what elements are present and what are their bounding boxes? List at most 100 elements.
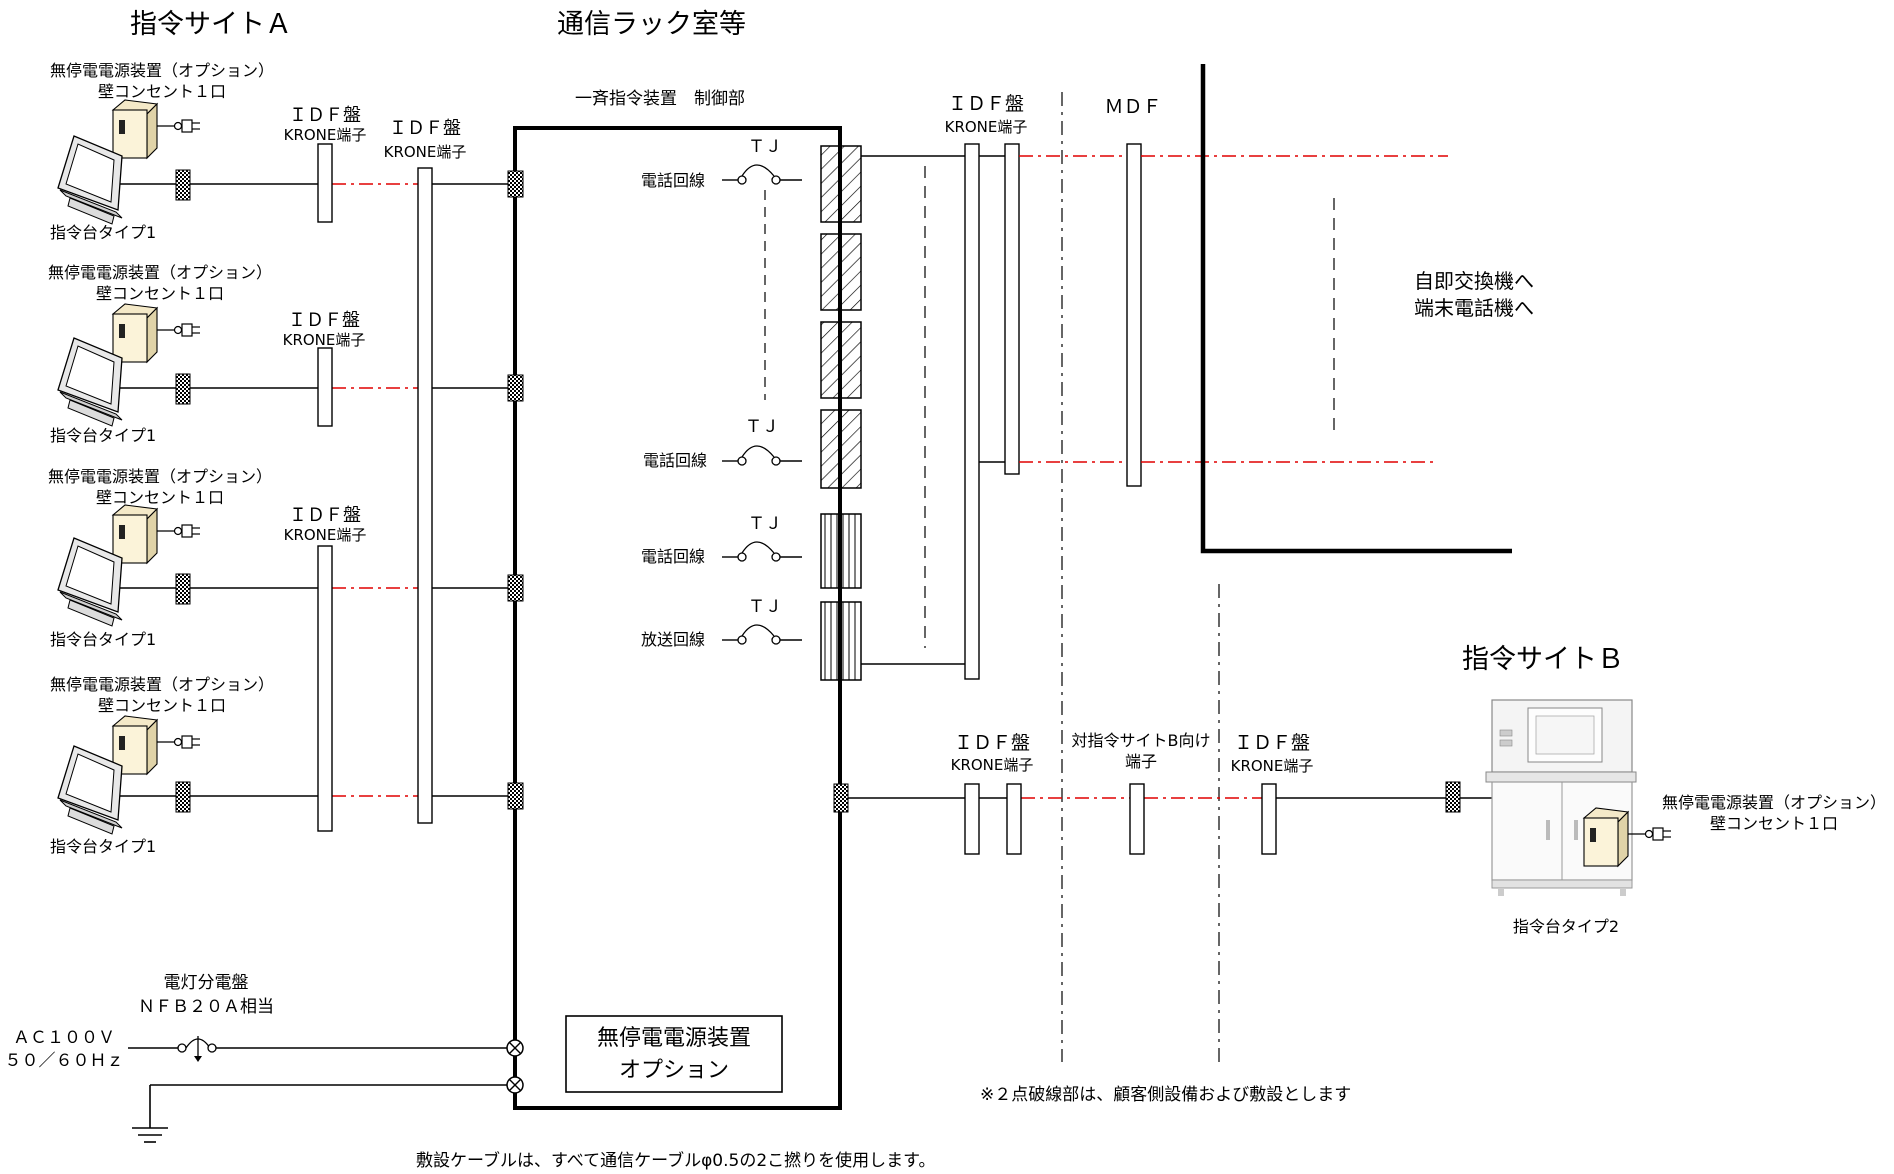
idf-bar (1261, 783, 1277, 855)
idf-bar (317, 143, 333, 223)
console-type2-label: 指令台タイプ2 (1513, 917, 1619, 936)
console-label-1: 指令台タイプ1 (50, 223, 156, 242)
monitor-icon (57, 135, 123, 225)
console-label-3: 指令台タイプ1 (50, 630, 156, 649)
tj-switch-icon (721, 445, 803, 466)
tj-label: ＴＪ (748, 514, 782, 534)
ups-outlet-label-3: 壁コンセント１口 (96, 488, 224, 507)
idf-bar (317, 545, 333, 832)
idf-krone: KRONE端子 (283, 331, 366, 349)
idf-krone: KRONE端子 (951, 756, 1034, 774)
ups-label-1: 無停電電源装置（オプション） (50, 61, 274, 80)
idf-bar (964, 143, 980, 680)
idf-krone: KRONE端子 (945, 118, 1028, 136)
terminal-block-lined (820, 513, 862, 589)
ups-icon (112, 99, 201, 159)
controller-port (507, 782, 524, 810)
idf-title: ＩＤＦ盤 (954, 732, 1030, 754)
dashed-line-note: ※２点破線部は、顧客側設備および敷設とします (980, 1085, 1351, 1105)
terminal-block-hatched (820, 321, 862, 399)
site-b-ups-label-1: 無停電電源装置（オプション） (1662, 793, 1886, 812)
ups-icon (112, 303, 201, 363)
phone-line-label: 電話回線 (641, 171, 705, 190)
cable-connector (175, 373, 191, 405)
terminal-block-lined (820, 601, 862, 681)
ground-icon (132, 1127, 168, 1143)
exchange-label-1: 自即交換機へ (1414, 269, 1534, 293)
controller-port (507, 374, 524, 402)
terminal-a-3: 無停電電源装置（オプション） 壁コンセント１口 指令台タイプ1 (48, 467, 272, 649)
monitor-icon (57, 537, 123, 627)
rack-ups-label-1: 無停電電源装置 (597, 1026, 751, 1051)
rack-ups-box (565, 1015, 783, 1093)
idf-title: ＩＤＦ盤 (389, 118, 461, 139)
idf-krone: KRONE端子 (284, 526, 367, 544)
tj-switch-icon (721, 164, 803, 185)
terminal-a-2: 無停電電源装置（オプション） 壁コンセント１口 指令台タイプ1 (48, 263, 272, 445)
cable-connector (175, 781, 191, 813)
site-b-terminal-bar (1129, 783, 1145, 855)
tj-label: ＴＪ (748, 137, 782, 157)
controller-box (513, 126, 842, 1110)
ac-frequency-label: ５０／６０Ｈｚ (5, 1051, 124, 1071)
controller-port (507, 574, 524, 602)
ups-label-2: 無停電電源装置（オプション） (48, 263, 272, 282)
breaker-icon (177, 1036, 217, 1062)
terminal-a-4: 無停電電源装置（オプション） 壁コンセント１口 指令台タイプ1 (50, 675, 274, 856)
idf-bar-shared (417, 167, 433, 824)
power-panel-label-2: ＮＦＢ２０Ａ相当 (138, 997, 274, 1017)
idf-bar (1004, 143, 1020, 475)
ups-icon (112, 715, 201, 775)
idf-title: ＩＤＦ盤 (1234, 732, 1310, 754)
ac-voltage-label: ＡＣ１００Ｖ (13, 1028, 115, 1048)
controller-port (833, 783, 849, 813)
monitor-icon (57, 337, 123, 427)
tj-label: ＴＪ (745, 417, 779, 437)
idf-krone: KRONE端子 (284, 126, 367, 144)
power-panel-label-1: 電灯分電盤 (164, 973, 249, 993)
console-label-4: 指令台タイプ1 (50, 837, 156, 856)
broadcast-line-label: 放送回線 (641, 630, 705, 649)
site-a-title: 指令サイトＡ (130, 9, 292, 40)
rack-ups-label-2: オプション (619, 1058, 729, 1083)
idf-bar (317, 347, 333, 427)
building-boundary (1200, 64, 1512, 554)
terminal-block-hatched (820, 233, 862, 311)
phone-line-label: 電話回線 (643, 451, 707, 470)
ac-terminal-icon (506, 1039, 524, 1057)
idf-title: ＩＤＦ盤 (288, 310, 360, 331)
idf-krone: KRONE端子 (384, 143, 467, 161)
ups-outlet-label-1: 壁コンセント１口 (98, 82, 226, 101)
rack-room-title: 通信ラック室等 (557, 9, 746, 40)
ups-icon (112, 504, 201, 564)
idf-krone: KRONE端子 (1231, 757, 1314, 775)
site-b-title: 指令サイトＢ (1462, 644, 1624, 675)
mdf-title: ＭＤＦ (1104, 96, 1161, 118)
controller-port (507, 170, 524, 198)
to-site-b-label-2: 端子 (1125, 752, 1157, 771)
site-b-ups-label-2: 壁コンセント１口 (1710, 814, 1838, 833)
phone-line-label: 電話回線 (641, 547, 705, 566)
monitor-icon (57, 745, 123, 835)
terminal-block-hatched (820, 409, 862, 489)
ups-label-4: 無停電電源装置（オプション） (50, 675, 274, 694)
console-label-2: 指令台タイプ1 (50, 426, 156, 445)
idf-title: ＩＤＦ盤 (289, 505, 361, 526)
tj-label: ＴＪ (748, 597, 782, 617)
ground-terminal-icon (506, 1076, 524, 1094)
idf-bar (964, 783, 980, 855)
controller-title: 一斉指令装置 制御部 (575, 89, 745, 109)
ups-label-3: 無停電電源装置（オプション） (48, 467, 272, 486)
console-type2 (1485, 699, 1637, 896)
exchange-label-2: 端末電話機へ (1414, 296, 1534, 320)
terminal-block-hatched (820, 145, 862, 223)
mdf-bar (1126, 143, 1142, 487)
cable-note: 敷設ケーブルは、すべて通信ケーブルφ0.5の2こ撚りを使用します。 (416, 1150, 935, 1171)
idf-bar (1006, 783, 1022, 855)
to-site-b-label-1: 対指令サイトB向け (1072, 731, 1211, 750)
cable-connector (175, 573, 191, 605)
idf-title: ＩＤＦ盤 (289, 105, 361, 126)
idf-title: ＩＤＦ盤 (948, 93, 1024, 115)
terminal-a-1: 無停電電源装置（オプション） 壁コンセント１口 指令台タイプ1 (50, 61, 274, 242)
ups-outlet-label-2: 壁コンセント１口 (96, 284, 224, 303)
